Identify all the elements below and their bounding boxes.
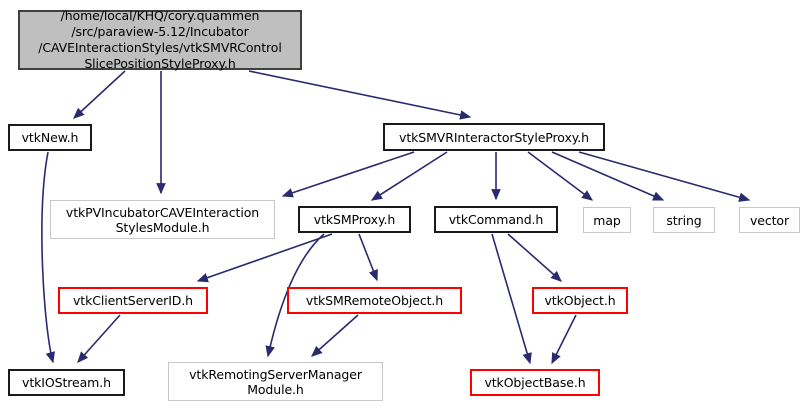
graph-edge-vtkSMProxy-to-vtkSMRemoteObject (358, 233, 378, 282)
graph-node-vtkRemotingServerManagerModule[interactable]: vtkRemotingServerManager Module.h (168, 362, 383, 401)
graph-node-vtkPVIncubatorCAVEInteractionStylesModule[interactable]: vtkPVIncubatorCAVEInteraction StylesModu… (50, 200, 275, 239)
graph-node-vtkNew[interactable]: vtkNew.h (8, 124, 92, 151)
graph-edge-vtkObject-to-vtkObjectBase (551, 314, 577, 365)
graph-node-vtkSMProxy[interactable]: vtkSMProxy.h (298, 206, 411, 233)
graph-edge-vtkSMVRInteractorStyleProxy-to-map (527, 151, 594, 201)
graph-node-vector[interactable]: vector (739, 207, 800, 233)
graph-edge-root-to-vtkSMVRInteractorStyleProxy (248, 70, 472, 120)
graph-edge-vtkCommand-to-vtkObject (507, 233, 562, 282)
graph-edge-vtkSMRemoteObject-to-vtkRemotingServerManagerModule (311, 314, 359, 357)
graph-node-vtkClientServerID[interactable]: vtkClientServerID.h (58, 287, 208, 314)
graph-edge-vtkSMVRInteractorStyleProxy-to-vtkSMProxy (370, 151, 448, 201)
graph-edge-vtkSMVRInteractorStyleProxy-to-vtkPVIncubatorCAVEInteractionStylesModule (281, 151, 415, 198)
graph-node-vtkSMRemoteObject[interactable]: vtkSMRemoteObject.h (287, 287, 462, 314)
graph-node-map[interactable]: map (583, 207, 631, 233)
graph-edge-vtkSMVRInteractorStyleProxy-to-vector (578, 151, 751, 202)
graph-node-vtkObject[interactable]: vtkObject.h (532, 287, 628, 314)
graph-node-vtkObjectBase[interactable]: vtkObjectBase.h (470, 369, 600, 396)
graph-edge-vtkSMProxy-to-vtkClientServerID (196, 233, 333, 283)
graph-node-root: /home/local/KHQ/cory.quammen /src/paravi… (18, 8, 302, 71)
graph-node-string[interactable]: string (653, 207, 715, 233)
graph-edge-vtkNew-to-vtkIOStream (41, 151, 55, 364)
graph-edge-root-to-vtkNew (73, 70, 126, 119)
graph-edge-vtkClientServerID-to-vtkIOStream (77, 314, 121, 363)
graph-edge-vtkCommand-to-vtkObjectBase (491, 233, 532, 365)
graph-node-vtkCommand[interactable]: vtkCommand.h (434, 206, 558, 233)
graph-node-vtkSMVRInteractorStyleProxy[interactable]: vtkSMVRInteractorStyleProxy.h (383, 123, 605, 151)
graph-edge-vtkSMVRInteractorStyleProxy-to-string (551, 151, 665, 201)
graph-node-vtkIOStream[interactable]: vtkIOStream.h (8, 369, 125, 396)
